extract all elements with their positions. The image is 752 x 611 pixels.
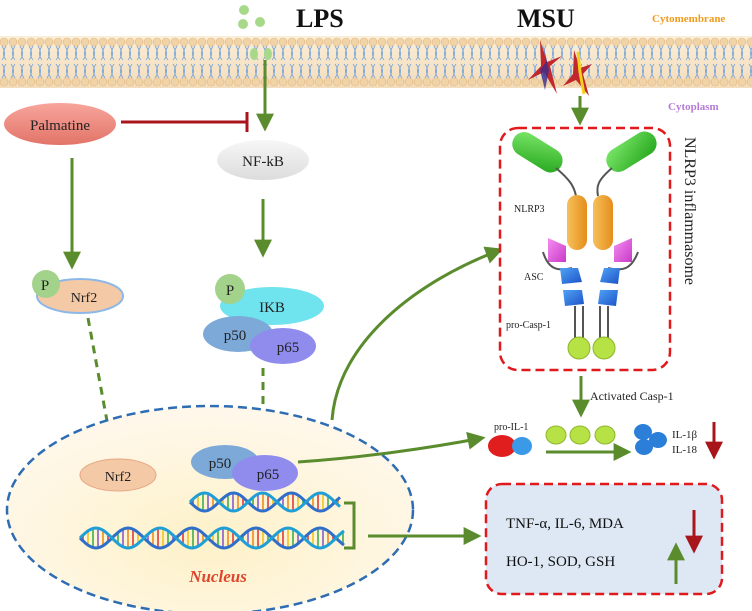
output-markers-box (484, 482, 724, 596)
il18-label: IL-18 (672, 444, 698, 456)
inflammasome-box (498, 126, 672, 372)
p65-nucleus-node (232, 455, 298, 491)
gene-bracket (344, 501, 356, 550)
p65-to-proil1-arrow (297, 431, 486, 464)
nrf2-phospho-label: P (41, 278, 49, 294)
lps-label: LPS (296, 4, 344, 33)
p65-nucleus-label: p65 (257, 467, 280, 483)
msu-crystals-icon (528, 40, 592, 96)
output-line-1: TNF-α, IL-6, MDA (506, 516, 624, 532)
p65-cytoplasm-label: p65 (277, 340, 300, 356)
nrf2-phospho-icon (32, 270, 60, 298)
pro-il1-label: pro-IL-1 (494, 422, 528, 433)
output-line-2: HO-1, SOD, GSH (506, 554, 615, 570)
nrf2-nucleus-label: Nrf2 (105, 470, 131, 485)
p65-cytoplasm-node (250, 328, 316, 364)
lps-particles (238, 5, 272, 60)
membrane-heads-bottom (0, 77, 752, 87)
ikb-phospho-label: P (226, 283, 234, 299)
il1b-label: IL-1β (672, 429, 698, 441)
membrane-heads-top (0, 37, 752, 47)
activated-casp1-label: Activated Casp-1 (590, 389, 674, 403)
nucleus-label: Nucleus (188, 567, 247, 586)
p50-nucleus-label: p50 (209, 456, 232, 472)
cytoplasm-label: Cytoplasm (668, 101, 719, 113)
p50-cytoplasm-label: p50 (224, 328, 247, 344)
activated-casp1-beads (545, 425, 616, 445)
nfkb-node (217, 140, 309, 180)
ikb-phospho-icon (215, 274, 245, 304)
nfkb-label: NF-kB (242, 154, 284, 170)
mature-il-icon (634, 424, 667, 455)
pro-il1-icon (488, 435, 532, 457)
nlrp3-label: NLRP3 (514, 204, 545, 215)
palmatine-label: Palmatine (30, 118, 90, 134)
dna-helix-upper (188, 491, 341, 513)
nlrp3-inflammasome-icon (512, 131, 657, 360)
ikb-node (220, 287, 324, 325)
dna-helix-lower (78, 526, 345, 550)
p65-to-inflammasome-arrow (330, 246, 504, 421)
membrane-tails (1, 45, 752, 79)
nrf2-cytoplasm-label: Nrf2 (71, 291, 97, 306)
asc-label: ASC (524, 272, 544, 283)
pro-casp1-label: pro-Casp-1 (506, 320, 551, 331)
nrf2-nucleus-node (79, 458, 157, 492)
ikb-label: IKB (259, 300, 285, 316)
cytomembrane-label: Cytomembrane (652, 13, 725, 25)
palmatine-node (4, 103, 116, 145)
inflammasome-label: NLRP3 inflammasome (681, 137, 698, 285)
cell-membrane (0, 36, 752, 88)
msu-label: MSU (517, 4, 575, 33)
